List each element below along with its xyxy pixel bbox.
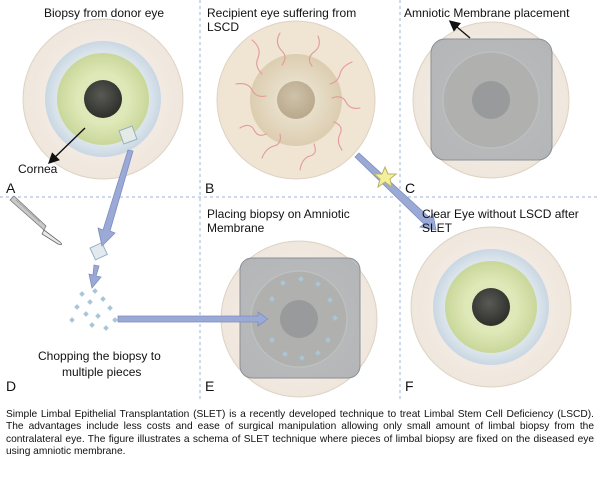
panel-c-letter: C <box>405 180 416 196</box>
membrane-pointer-arrow <box>448 20 471 39</box>
process-arrows <box>88 149 437 327</box>
panel-a-title: Biopsy from donor eye <box>44 6 165 20</box>
arrow-a-to-d <box>97 149 134 247</box>
panel-b-letter: B <box>205 180 215 196</box>
donor-eye <box>22 18 184 180</box>
panel-f-letter: F <box>405 378 414 394</box>
panel-f-title-2: SLET <box>422 221 453 235</box>
panel-b-title-2: LSCD <box>207 20 240 34</box>
chopped-biopsy-pieces <box>69 288 118 331</box>
star-icon <box>372 165 398 189</box>
panel-f-title-1: Clear Eye without LSCD after <box>422 207 579 221</box>
panel-d-title-1: Chopping the biopsy to <box>38 349 161 363</box>
panel-a-letter: A <box>6 180 16 196</box>
limbal-biopsy-piece <box>118 125 138 145</box>
arrow-d-to-e <box>117 311 269 327</box>
biopsy-piece-single <box>89 241 108 261</box>
cornea-label: Cornea <box>18 162 58 176</box>
scalpel-icon <box>9 195 62 246</box>
panel-d-letter: D <box>6 378 17 394</box>
eye-with-biopsy-on-membrane <box>220 240 378 398</box>
recipient-eye-lscd <box>216 20 376 180</box>
panel-e-title-1: Placing biopsy on Amniotic <box>207 207 350 221</box>
panel-e-letter: E <box>205 378 215 394</box>
figure-caption: Simple Limbal Epithelial Transplantation… <box>6 409 594 458</box>
panel-c-title: Amniotic Membrane placement <box>404 6 570 20</box>
slet-diagram <box>0 0 600 400</box>
arrow-piece-to-chopped <box>88 264 102 289</box>
arrow-b-to-f <box>354 152 437 231</box>
clear-eye-after-slet <box>410 226 572 388</box>
conjunctival-vessels <box>235 32 361 171</box>
panel-b-title-1: Recipient eye suffering from <box>207 6 357 20</box>
panel-e-title-2: Membrane <box>207 221 265 235</box>
eye-with-membrane <box>412 21 570 179</box>
panel-d-title-2: multiple pieces <box>62 365 142 379</box>
cornea-pointer-arrow <box>47 127 86 164</box>
